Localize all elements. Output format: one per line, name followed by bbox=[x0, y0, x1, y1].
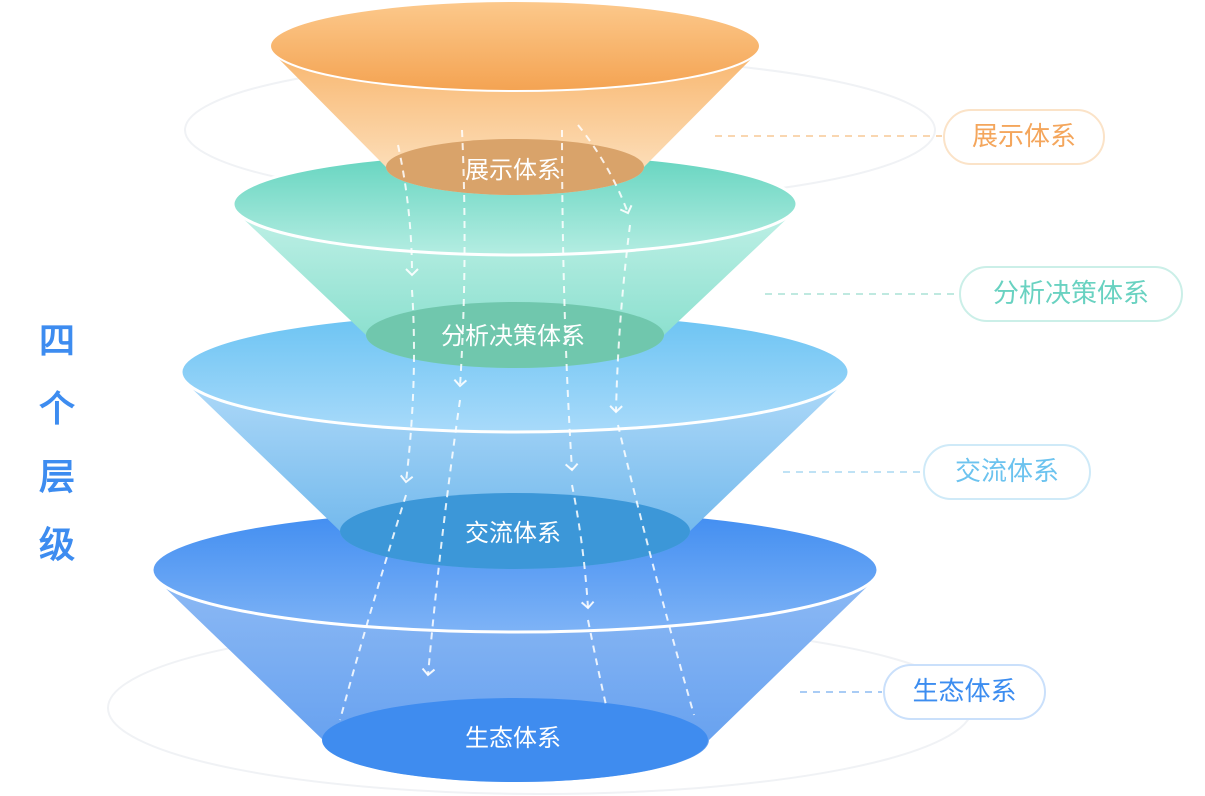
layer-ecosystem bbox=[150, 506, 880, 782]
flow-arrow bbox=[397, 144, 419, 277]
flow-line bbox=[587, 619, 607, 706]
layer-analysis-decision bbox=[231, 151, 799, 368]
layer-communication bbox=[179, 310, 851, 569]
layer-1-label: 展示体系 bbox=[465, 156, 561, 184]
flow-line bbox=[617, 424, 695, 716]
layer-3-label: 交流体系 bbox=[465, 519, 561, 547]
title-char: 级 bbox=[38, 525, 75, 566]
layer-display bbox=[269, 0, 761, 195]
flow-arrow bbox=[399, 289, 415, 484]
layer-2-label: 分析决策体系 bbox=[441, 322, 585, 350]
flow-arrow bbox=[561, 129, 579, 472]
tag-analysis-decision: 分析决策体系 bbox=[959, 266, 1183, 322]
diagram-title: 四 个 层 级 bbox=[33, 308, 81, 580]
flow-arrow bbox=[609, 224, 631, 414]
flow-arrows bbox=[339, 124, 695, 721]
title-char: 四 bbox=[38, 321, 75, 362]
tag-communication: 交流体系 bbox=[923, 444, 1091, 500]
tag-ecosystem: 生态体系 bbox=[883, 664, 1046, 720]
title-char: 个 bbox=[38, 389, 75, 430]
title-char: 层 bbox=[38, 457, 75, 498]
tag-display: 展示体系 bbox=[943, 109, 1105, 165]
flow-arrow bbox=[571, 484, 595, 610]
flow-arrow bbox=[453, 129, 468, 388]
flow-line bbox=[339, 494, 407, 721]
layer-4-label: 生态体系 bbox=[465, 724, 561, 752]
